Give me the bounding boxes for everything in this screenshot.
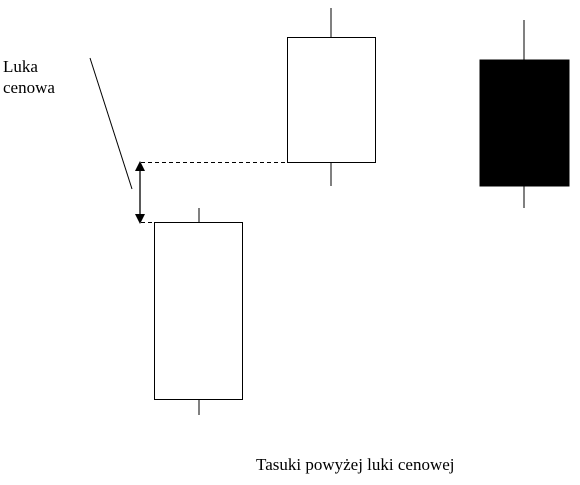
candle-second-body — [287, 37, 376, 163]
candle-third — [479, 20, 570, 208]
diagram-caption: Tasuki powyżej luki cenowej — [256, 455, 455, 474]
candle-third-body — [479, 59, 570, 187]
gap-label-line2: cenowa — [3, 78, 55, 97]
candle-first-body — [154, 222, 243, 400]
gap-label-line1: Luka — [3, 57, 38, 76]
label-pointer-line — [89, 57, 133, 190]
candle-second — [287, 8, 376, 186]
candle-first — [154, 208, 243, 415]
